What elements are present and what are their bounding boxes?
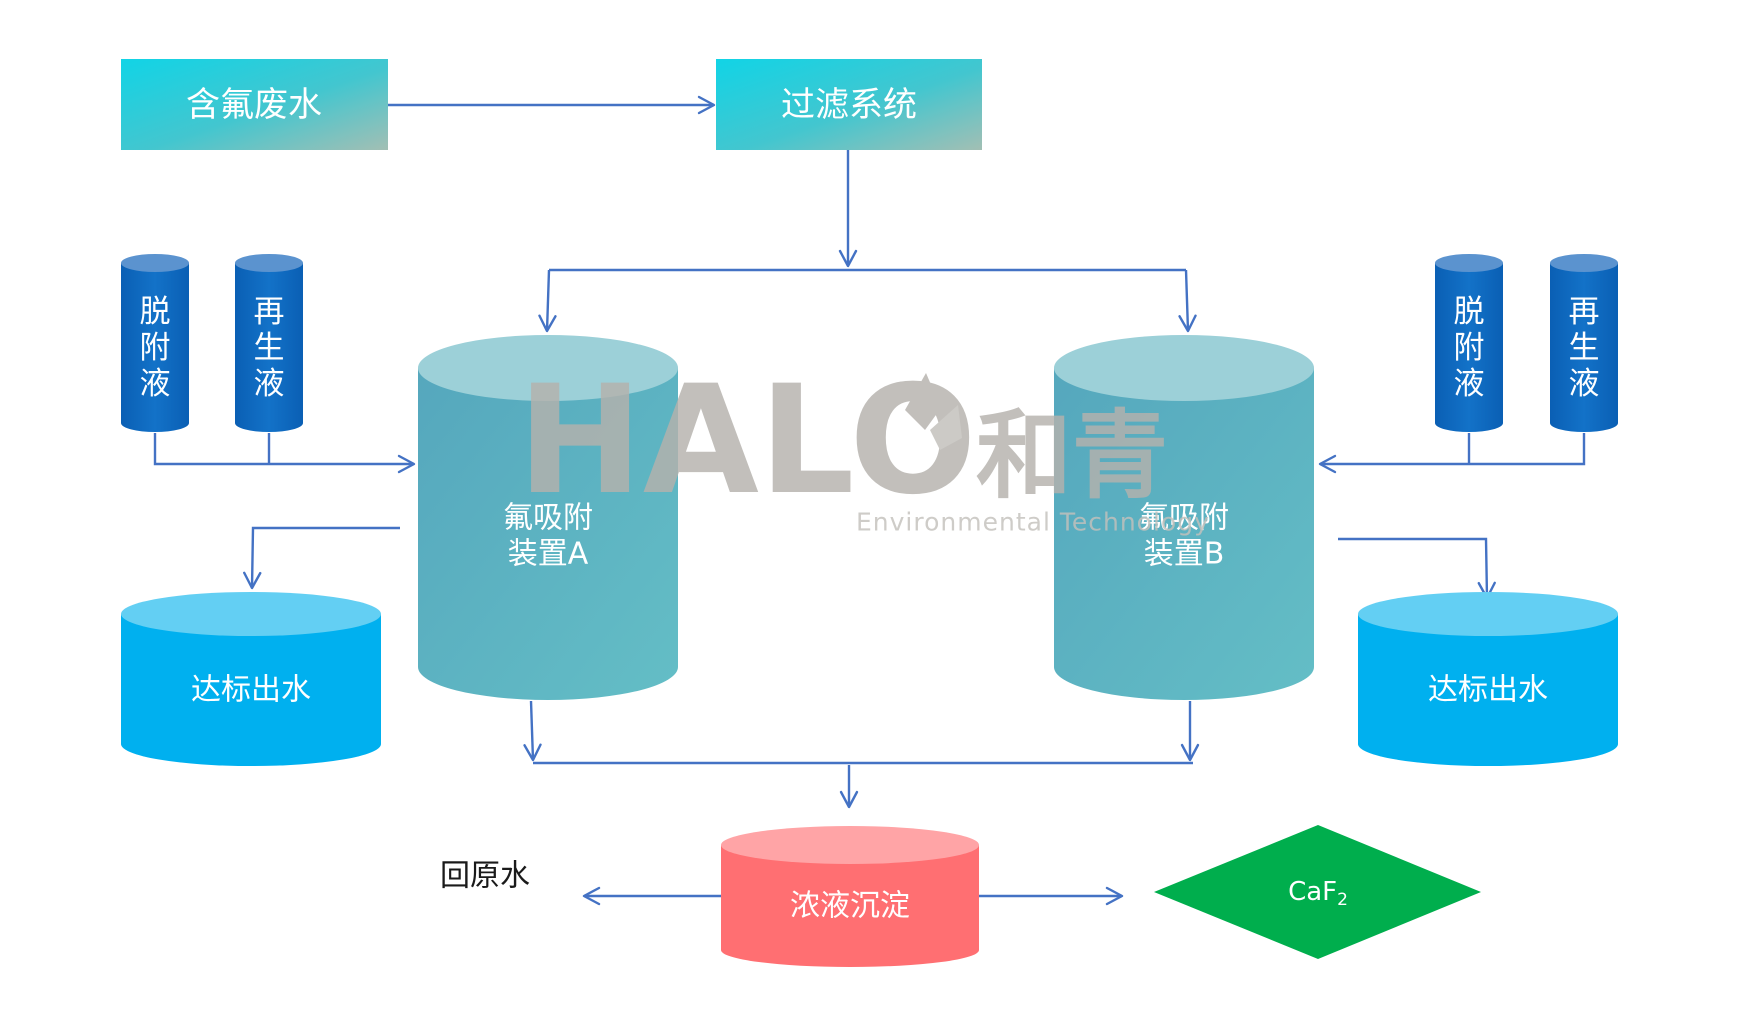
regen-left-char-1: 再 — [254, 294, 285, 330]
regen-column-right: 再 生 液 — [1550, 254, 1618, 432]
effluent-tank-left: 达标出水 — [121, 592, 381, 766]
watermark-tagline: Environmental Technology — [856, 508, 1210, 537]
desorb-column-left: 脱 附 液 — [121, 254, 189, 432]
desorb-left-char-1: 脱 — [140, 294, 171, 330]
desorb-right-char-3: 液 — [1454, 366, 1485, 402]
effluent-tank-right: 达标出水 — [1358, 592, 1618, 766]
arrow-a-to-effluent — [243, 526, 400, 590]
adsorber-a-line-1: 氟吸附 — [503, 501, 593, 536]
flow-lines — [153, 95, 1586, 906]
regen-right-char-1: 再 — [1569, 294, 1600, 330]
adsorber-b-line-1: 氟吸附 — [1139, 501, 1229, 536]
arrow-right-regen-to-b — [1318, 433, 1586, 474]
desorb-column-right: 脱 附 液 — [1435, 254, 1503, 432]
watermark-cn: 和青 — [976, 400, 1168, 512]
arrow-left-regen-to-a — [153, 433, 416, 474]
watermark: HALO 和青 Environmental Technology — [517, 354, 1210, 537]
sediment-label: 浓液沉淀 — [790, 889, 910, 924]
adsorber-a: 氟吸附 装置A — [418, 335, 678, 700]
regen-left-char-2: 生 — [254, 330, 285, 366]
adsorber-a-line-2: 装置A — [508, 537, 589, 572]
effluent-left-label: 达标出水 — [191, 673, 311, 708]
product-diamond: CaF2 — [1154, 825, 1481, 959]
desorb-left-char-3: 液 — [140, 366, 171, 402]
effluent-right-label: 达标出水 — [1428, 673, 1548, 708]
regen-left-char-3: 液 — [254, 366, 285, 402]
recycle-label: 回原水 — [440, 859, 530, 894]
product-label: CaF2 — [1288, 877, 1348, 910]
filter-label: 过滤系统 — [781, 85, 917, 125]
adsorber-b-line-2: 装置B — [1144, 537, 1225, 572]
arrow-a-down — [523, 700, 542, 762]
regen-column-left: 再 生 液 — [235, 254, 303, 432]
arrow-to-adsorber-a — [538, 269, 557, 333]
product-base: CaF — [1288, 877, 1337, 907]
regen-right-char-3: 液 — [1569, 366, 1600, 402]
product-subscript: 2 — [1337, 890, 1348, 910]
adsorber-b: 氟吸附 装置B — [1054, 335, 1314, 700]
regen-right-char-2: 生 — [1569, 330, 1600, 366]
watermark-logo: HALO — [517, 354, 976, 528]
arrow-b-to-effluent — [1338, 537, 1496, 600]
desorb-right-char-1: 脱 — [1454, 294, 1485, 330]
desorb-right-char-2: 附 — [1454, 330, 1485, 366]
sediment-tank: 浓液沉淀 — [721, 826, 979, 967]
desorb-left-char-2: 附 — [140, 330, 171, 366]
wastewater-box: 含氟废水 — [121, 59, 388, 150]
wastewater-label: 含氟废水 — [186, 85, 322, 125]
leaf-logo-icon — [905, 373, 962, 450]
filter-box: 过滤系统 — [716, 59, 982, 150]
arrow-to-adsorber-b — [1178, 269, 1197, 333]
